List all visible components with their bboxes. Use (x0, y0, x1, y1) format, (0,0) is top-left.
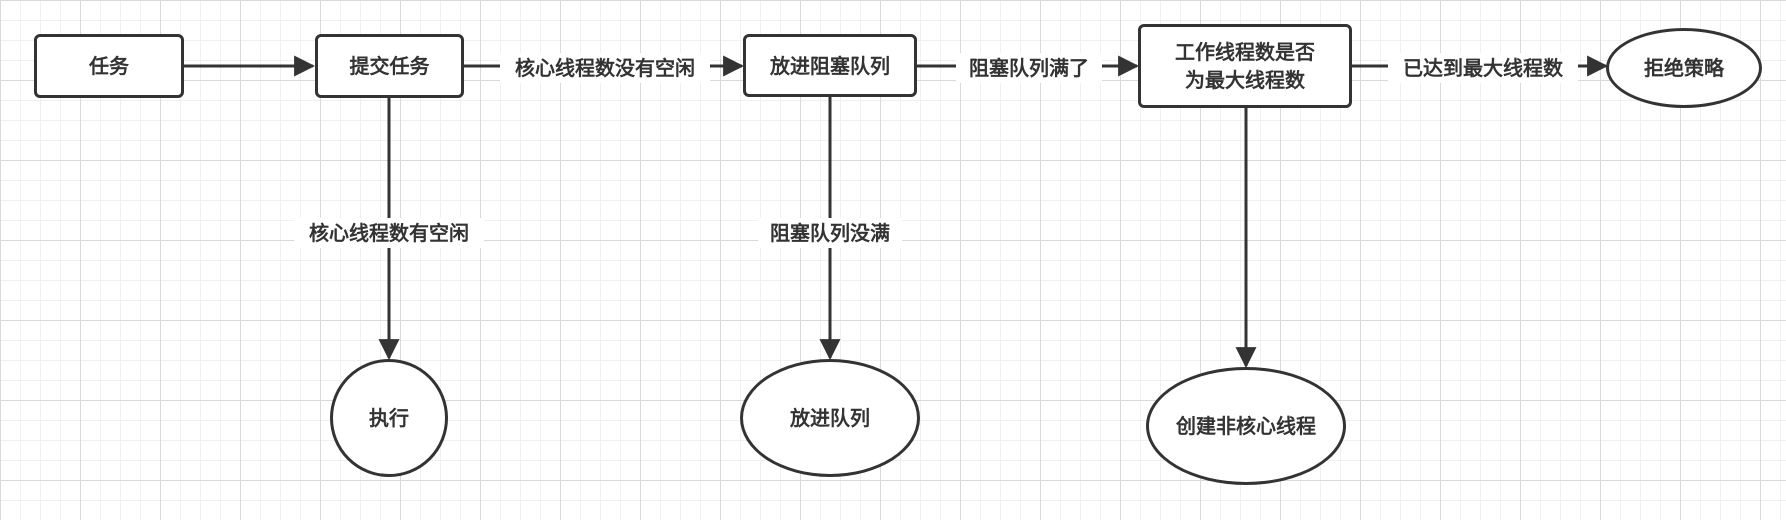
blocking-queue-node: 放进阻塞队列 (743, 34, 917, 97)
edge-label-queue-not-full: 阻塞队列没满 (758, 218, 902, 248)
task-node: 任务 (34, 34, 184, 98)
max-threads-check-node: 工作线程数是否 为最大线程数 (1138, 24, 1352, 108)
edge-label-core-not-idle: 核心线程数没有空闲 (500, 53, 710, 83)
execute-node: 执行 (330, 359, 448, 477)
create-noncore-thread-node: 创建非核心线程 (1146, 367, 1346, 485)
edge-label-max-reached: 已达到最大线程数 (1388, 53, 1578, 83)
enqueue-node: 放进队列 (740, 359, 920, 477)
edge-label-queue-full: 阻塞队列满了 (956, 53, 1102, 83)
submit-task-node: 提交任务 (315, 34, 464, 98)
edge-label-core-idle: 核心线程数有空闲 (294, 218, 484, 248)
reject-policy-node: 拒绝策略 (1606, 28, 1762, 108)
